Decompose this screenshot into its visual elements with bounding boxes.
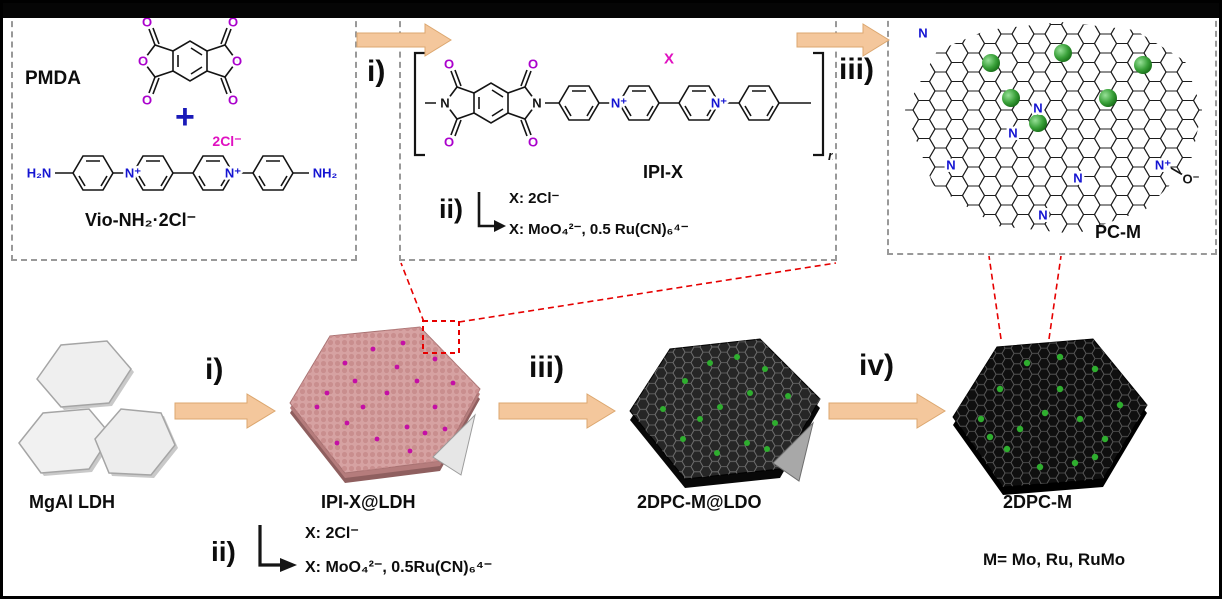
nitrogen-label: N bbox=[918, 26, 927, 41]
oxygen-label: O bbox=[444, 135, 454, 150]
reaction-arrow-iv-bottom bbox=[828, 393, 946, 429]
ipix-ldh-label: IPI-X@LDH bbox=[321, 492, 416, 512]
imide-n-label: N bbox=[532, 96, 541, 111]
step-ii-label-bottom: ii) bbox=[211, 536, 236, 567]
pyridinium-n-label: N⁺ bbox=[611, 96, 627, 111]
ipix-name-label: IPI-X bbox=[643, 162, 684, 182]
pcm-structure: N N N N N N N⁺ O⁻ bbox=[905, 22, 1202, 234]
pmda-label: PMDA bbox=[25, 68, 81, 89]
repeat-subscript: n bbox=[828, 148, 833, 163]
ldo-label: 2DPC-M@LDO bbox=[637, 492, 762, 512]
left-bracket bbox=[413, 51, 425, 157]
n-oxide-o-label: O⁻ bbox=[1183, 172, 1200, 187]
oxygen-label: O bbox=[444, 57, 454, 72]
amine-label: H₂N bbox=[27, 166, 52, 181]
x-option-1-bottom: X: 2Cl⁻ bbox=[305, 525, 359, 542]
amine-label: NH₂ bbox=[313, 166, 338, 181]
nitrogen-label: N bbox=[1008, 126, 1017, 141]
x-option-1-top: X: 2Cl⁻ bbox=[509, 190, 560, 207]
metal-site-dots bbox=[660, 354, 791, 456]
imide-n-label: N bbox=[440, 96, 449, 111]
pyridinium-n-label: N⁺ bbox=[225, 166, 241, 181]
fused-ring-network bbox=[905, 22, 1202, 234]
pcm-name-label: PC-M bbox=[1095, 222, 1141, 242]
pyridinium-n-label: N⁺ bbox=[125, 166, 141, 181]
ldh-hexagon bbox=[18, 408, 114, 476]
mgal-ldh-platelets bbox=[18, 340, 178, 478]
ipix-ldh-platelet bbox=[289, 320, 481, 483]
oxygen-label: O bbox=[228, 93, 238, 108]
step-ii-label-top: ii) bbox=[439, 194, 463, 224]
right-bracket bbox=[813, 51, 825, 157]
step-i-label-bottom: i) bbox=[205, 353, 224, 386]
nitrogen-label: N bbox=[1033, 101, 1042, 116]
metal-site-dots bbox=[977, 353, 1124, 471]
x-option-2-top: X: MoO₄²⁻, 0.5 Ru(CN)₆⁴⁻ bbox=[509, 221, 689, 238]
ldh-hexagon bbox=[94, 408, 178, 478]
metals-label: M= Mo, Ru, RuMo bbox=[983, 550, 1126, 569]
nitrogen-label: N bbox=[946, 158, 955, 173]
reaction-arrow-iii-bottom bbox=[498, 393, 616, 429]
viologen-structure: H₂N NH₂ N⁺ N⁺ 2Cl⁻ bbox=[24, 131, 340, 191]
branch-arrow-icon-bottom bbox=[258, 525, 297, 572]
oxygen-label: O bbox=[528, 57, 538, 72]
pyridinium-n-label: N⁺ bbox=[711, 96, 727, 111]
peeled-layer-flap bbox=[432, 413, 476, 476]
counterion-label: 2Cl⁻ bbox=[212, 133, 241, 149]
n-oxide-n-label: N⁺ bbox=[1155, 158, 1171, 173]
nitrogen-labels: N N N N N N bbox=[916, 23, 1085, 225]
plus-sign: + bbox=[175, 98, 195, 136]
step-i-label-top: i) bbox=[367, 55, 386, 88]
pmda-structure: O O O O O O bbox=[135, 12, 244, 110]
nitrogen-label: N bbox=[1073, 171, 1082, 186]
step-iii-label-top: iii) bbox=[839, 53, 874, 86]
reaction-arrow-i-bottom bbox=[174, 393, 276, 429]
viologen-site-dots bbox=[314, 340, 456, 454]
step-iii-label-bottom: iii) bbox=[529, 351, 564, 384]
peeled-layer-flap bbox=[772, 421, 814, 482]
dpcm-platelet bbox=[952, 338, 1148, 495]
dpcm-ldo-platelet bbox=[629, 338, 821, 488]
polymer-structure: n O O O O N N N⁺ N⁺ X bbox=[413, 48, 833, 163]
viologen-name-label: Vio-NH₂·2Cl⁻ bbox=[85, 210, 197, 230]
ldh-hexagon bbox=[36, 340, 134, 410]
oxygen-label: O bbox=[142, 93, 152, 108]
bottom-bar bbox=[3, 3, 1219, 18]
oxygen-label: O bbox=[528, 135, 538, 150]
metal-spheres bbox=[982, 44, 1152, 132]
oxygen-label: O bbox=[138, 54, 148, 69]
mgal-ldh-label: MgAl LDH bbox=[29, 492, 115, 512]
branch-arrow-icon-top bbox=[477, 192, 506, 232]
nitrogen-label: N bbox=[1038, 208, 1047, 223]
x-option-2-bottom: X: MoO₄²⁻, 0.5Ru(CN)₆⁴⁻ bbox=[305, 559, 493, 576]
oxygen-label: O bbox=[232, 54, 242, 69]
step-iv-label-bottom: iv) bbox=[859, 349, 895, 382]
dpcm-label: 2DPC-M bbox=[1003, 492, 1073, 512]
x-substituent-label: X bbox=[664, 51, 674, 68]
